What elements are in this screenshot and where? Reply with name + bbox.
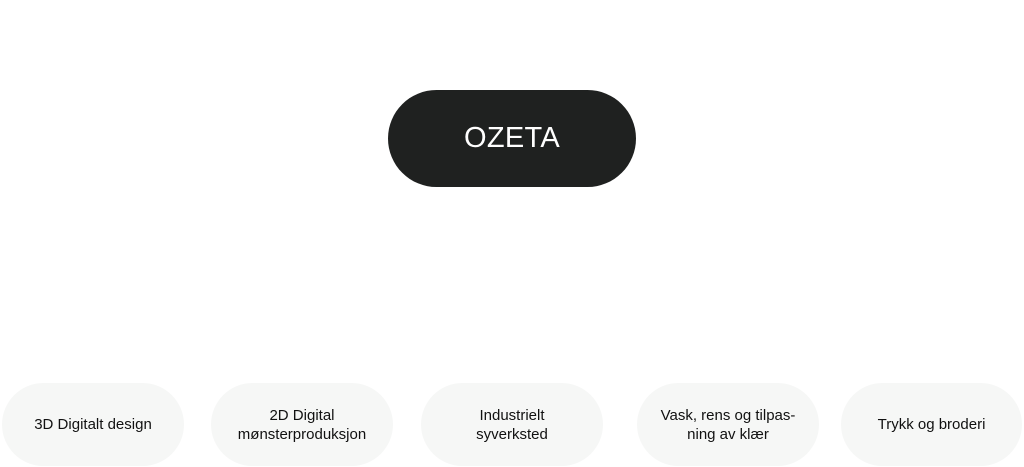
- child-node-3d-digital-design: 3D Digitalt design: [2, 383, 184, 466]
- child-node-label: 2D Digital mønsterproduksjon: [237, 406, 367, 443]
- root-node-ozeta: OZETA: [388, 90, 636, 187]
- root-node-label: OZETA: [463, 122, 561, 154]
- child-node-label: Trykk og broderi: [877, 416, 986, 433]
- child-node-wash-clean-alter: Vask, rens og tilpas- ning av klær: [637, 383, 819, 466]
- child-node-industrial-sewing: Industrielt syverksted: [421, 383, 603, 466]
- child-node-label: Vask, rens og tilpas- ning av klær: [660, 406, 796, 443]
- child-node-label: 3D Digitalt design: [34, 416, 152, 433]
- child-node-print-embroidery: Trykk og broderi: [841, 383, 1022, 466]
- child-node-label: Industrielt syverksted: [476, 406, 548, 443]
- child-node-2d-pattern-production: 2D Digital mønsterproduksjon: [211, 383, 393, 466]
